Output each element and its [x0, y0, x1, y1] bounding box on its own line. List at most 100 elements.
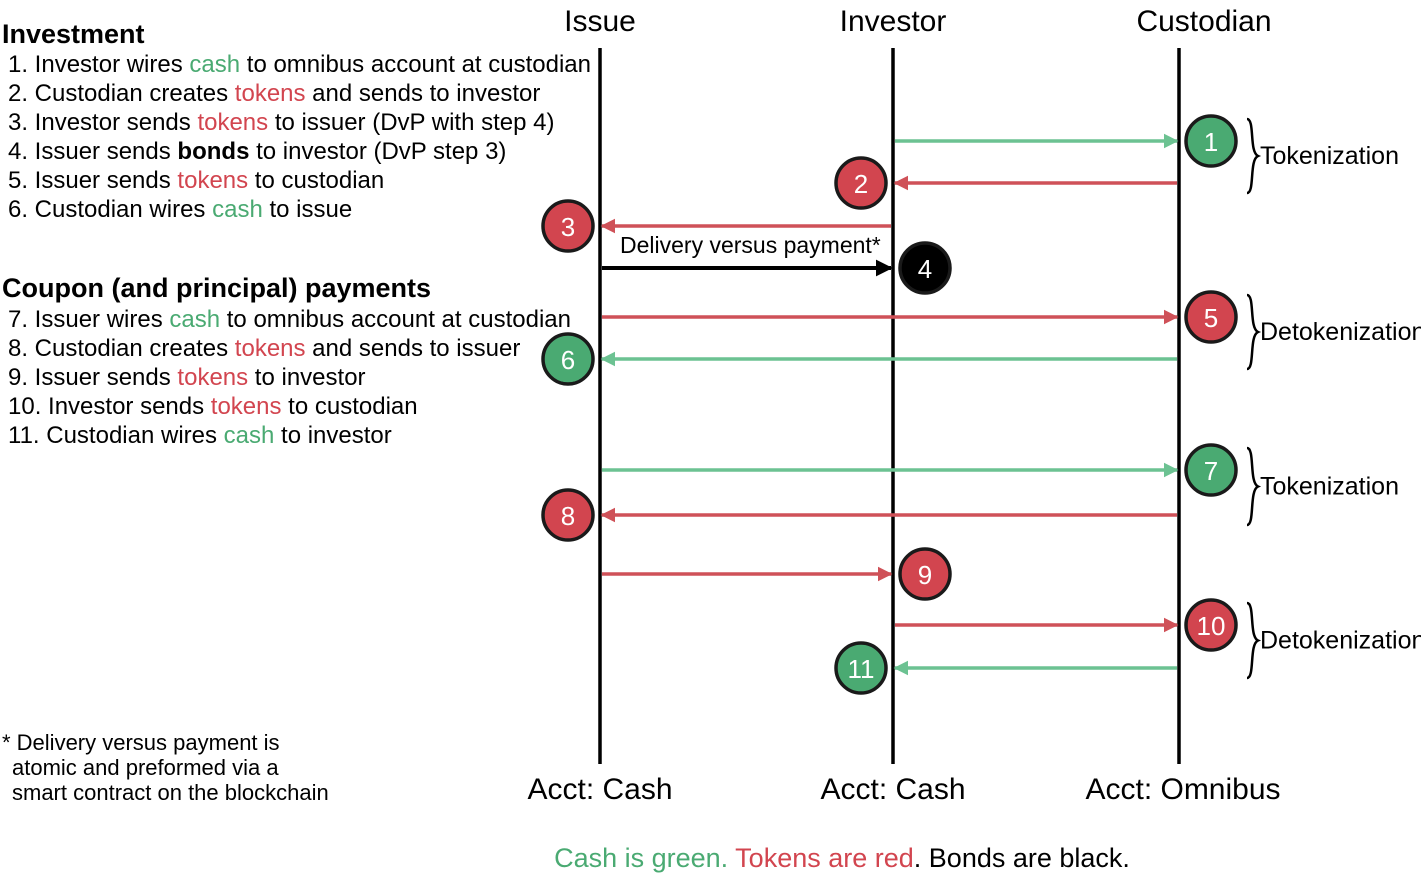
step-item: 1. Investor wires cash to omnibus accoun… [8, 51, 591, 78]
step-badge-number: 8 [561, 501, 575, 531]
step-text-segment: 10. Investor sends [8, 393, 211, 420]
step-text-segment: to custodian [248, 167, 384, 194]
step-badge-number: 4 [918, 254, 932, 284]
step-item: 3. Investor sends tokens to issuer (DvP … [8, 109, 554, 136]
step-text-segment: tokens [197, 109, 268, 136]
step-badge-7: 7 [1184, 443, 1238, 497]
legend-segment: Cash is green. [554, 843, 728, 873]
step-badge-9: 9 [898, 547, 952, 601]
step-text-segment: 7. Issuer wires [8, 306, 169, 333]
step-badge-number: 1 [1204, 127, 1218, 157]
step-text-segment: to custodian [282, 393, 418, 420]
lane-title-custodian: Custodian [1136, 5, 1271, 38]
phase-label: Tokenization [1260, 473, 1399, 501]
step-badge-circle [1184, 598, 1238, 652]
step-text-segment: 4. Issuer sends [8, 138, 177, 165]
step-text-segment: cash [224, 422, 275, 449]
step-text-segment: to issuer (DvP with step 4) [268, 109, 554, 136]
step-text-segment: to issue [263, 196, 352, 223]
step-text-segment: to omnibus account at custodian [220, 306, 571, 333]
step-text-segment: 11. Custodian wires [8, 422, 224, 449]
step-item: 9. Issuer sends tokens to investor [8, 364, 366, 391]
step-badge-5: 5 [1184, 290, 1238, 344]
step-badge-4: 4 [898, 241, 952, 295]
footnote-line: * Delivery versus payment is [2, 730, 280, 755]
step-text-segment: and sends to issuer [306, 335, 521, 362]
step-text-segment: and sends to investor [306, 80, 541, 107]
legend-segment: Tokens are red [728, 843, 914, 873]
step-text-segment: tokens [235, 80, 306, 107]
step-badge-circle [1184, 443, 1238, 497]
step-text-segment: tokens [211, 393, 282, 420]
legend-segment: . Bonds are black. [914, 843, 1130, 873]
step-item: 5. Issuer sends tokens to custodian [8, 167, 384, 194]
step-badge-number: 11 [848, 654, 875, 684]
step-badge-circle [898, 547, 952, 601]
investment-heading: Investment [2, 19, 145, 49]
lane-title-issue: Issue [564, 5, 636, 38]
step-badge-circle [541, 488, 595, 542]
phase-label: Tokenization [1260, 142, 1399, 170]
step-badges: 1 2 3 4 5 6 7 8 9 10 11 [541, 114, 1238, 695]
step-badge-6: 6 [541, 332, 595, 386]
step-text-segment: to investor [274, 422, 391, 449]
footnote-line: atomic and preformed via a [12, 755, 279, 780]
step-badge-3: 3 [541, 199, 595, 253]
step-text-segment: 9. Issuer sends [8, 364, 177, 391]
step-text-segment: 5. Issuer sends [8, 167, 177, 194]
account-label-investor: Acct: Cash [820, 773, 965, 806]
step-text-segment: 8. Custodian creates [8, 335, 235, 362]
lane-title-investor: Investor [840, 5, 947, 38]
step-badge-11: 11 [834, 641, 888, 695]
step-badge-circle [541, 332, 595, 386]
step-text-segment: 3. Investor sends [8, 109, 197, 136]
step-text-segment: 1. Investor wires [8, 51, 189, 78]
footnote: * Delivery versus payment is atomic and … [2, 730, 329, 805]
step-item: 6. Custodian wires cash to issue [8, 196, 352, 223]
step-text-segment: cash [189, 51, 240, 78]
phase-brace [1246, 601, 1262, 680]
step-item: 10. Investor sends tokens to custodian [8, 393, 418, 420]
investment-steps: 1. Investor wires cash to omnibus accoun… [8, 51, 591, 223]
step-item: 2. Custodian creates tokens and sends to… [8, 80, 540, 107]
coupon-steps: 7. Issuer wires cash to omnibus account … [8, 306, 571, 449]
step-badge-number: 6 [561, 345, 575, 375]
step-item: 7. Issuer wires cash to omnibus account … [8, 306, 571, 333]
step-badge-1: 1 [1184, 114, 1238, 168]
step-badge-10: 10 [1184, 598, 1238, 652]
step-badge-circle [834, 641, 888, 695]
step-badge-number: 9 [918, 560, 932, 590]
step-badge-circle [834, 156, 888, 210]
step-text-segment: bonds [177, 138, 249, 165]
phase-braces: TokenizationDetokenizationTokenizationDe… [1246, 117, 1421, 680]
step-text-segment: 6. Custodian wires [8, 196, 212, 223]
phase-brace [1246, 117, 1262, 195]
steps-panel: Investment 1. Investor wires cash to omn… [2, 19, 591, 449]
step-text-segment: 2. Custodian creates [8, 80, 235, 107]
step-text-segment: to investor (DvP step 3) [249, 138, 506, 165]
step-badge-number: 10 [1197, 611, 1226, 641]
color-legend: Cash is green. Tokens are red. Bonds are… [554, 843, 1130, 873]
step-text-segment: to omnibus account at custodian [240, 51, 591, 78]
step-text-segment: cash [212, 196, 263, 223]
phase-brace [1246, 446, 1262, 527]
step-badge-circle [541, 199, 595, 253]
coupon-heading: Coupon (and principal) payments [2, 273, 431, 303]
step-badge-circle [1184, 114, 1238, 168]
step-item: 8. Custodian creates tokens and sends to… [8, 335, 520, 362]
step-badge-8: 8 [541, 488, 595, 542]
step-text-segment: tokens [177, 167, 248, 194]
step-item: 11. Custodian wires cash to investor [8, 422, 392, 449]
step-text-segment: to investor [248, 364, 365, 391]
step-badge-number: 7 [1204, 456, 1218, 486]
step-badge-2: 2 [834, 156, 888, 210]
step-badge-circle [898, 241, 952, 295]
footnote-line: smart contract on the blockchain [12, 780, 329, 805]
account-label-custodian: Acct: Omnibus [1085, 773, 1280, 806]
step-text-segment: cash [169, 306, 220, 333]
account-label-issue: Acct: Cash [527, 773, 672, 806]
step-text-segment: tokens [235, 335, 306, 362]
step-text-segment: tokens [177, 364, 248, 391]
phase-label: Detokenization [1260, 627, 1421, 655]
